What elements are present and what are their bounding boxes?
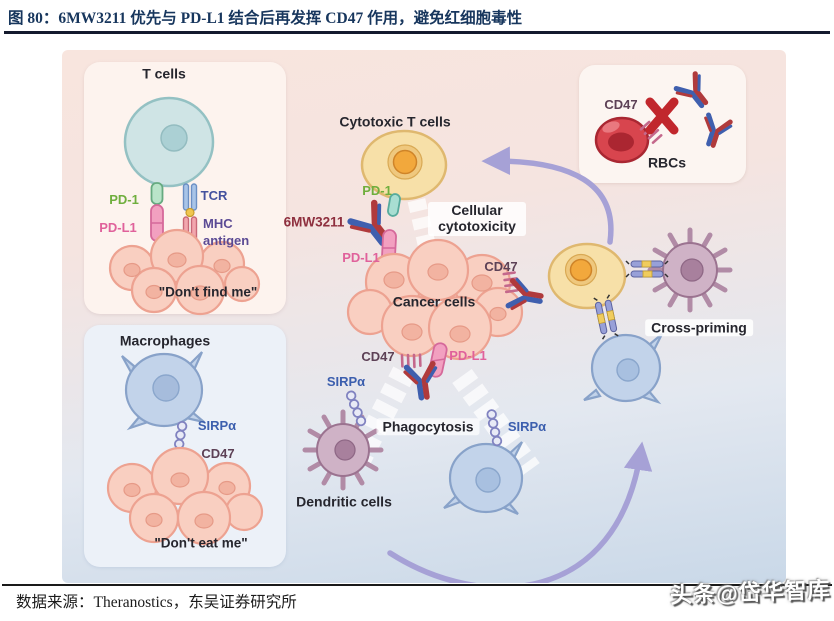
arrow-crosspriming-icon — [387, 441, 653, 583]
antibody-icon — [698, 114, 732, 148]
phagocytosis-label: Phagocytosis — [376, 418, 480, 436]
dendritic-cells-label: Dendritic cells — [296, 493, 392, 510]
sirpa-chain-dendritic-icon — [344, 388, 368, 428]
cd47-label-lower: CD47 — [361, 348, 395, 364]
dont-eat-me-caption: "Don't eat me" — [154, 535, 248, 551]
pd1-receptor-icon — [387, 193, 401, 217]
mechanism-diagram: T cells PD-1 TCR PD-L1 MHC antigen "Don'… — [62, 50, 786, 583]
blocked-x-icon — [645, 97, 679, 135]
rbcs-label: RBCs — [647, 154, 687, 171]
sirpa-label-macro-panel: SIRPα — [197, 417, 237, 433]
cytotoxic-t-cell-icon — [360, 129, 448, 201]
sirpa-label-dendritic: SIRPα — [326, 373, 366, 389]
source-line: 数据来源：Theranostics，东吴证券研究所 — [16, 594, 297, 611]
dont-find-me-caption: "Don't find me" — [158, 284, 258, 300]
6mw3211-label: 6MW3211 — [283, 214, 345, 230]
macrophage-icon — [121, 351, 205, 431]
footer-rule — [2, 584, 832, 586]
macrophage-right-icon — [583, 333, 663, 405]
cancer-cluster-macro-panel-icon — [106, 446, 264, 546]
rbc-icon — [594, 116, 650, 164]
macrophages-label: Macrophages — [119, 332, 211, 349]
cd47-label-macro-panel: CD47 — [201, 445, 235, 461]
t-cell-icon — [123, 96, 215, 188]
cellular-cytotoxicity-label: Cellular cytotoxicity — [428, 202, 526, 236]
t-cells-label: T cells — [142, 65, 186, 82]
cytotoxic-t-cells-label: Cytotoxic T cells — [339, 113, 451, 130]
macrophage-center-icon — [443, 441, 524, 516]
dendritic-cell-icon — [302, 409, 384, 491]
pd1-label-center: PD-1 — [362, 182, 392, 198]
diagram-artwork — [106, 50, 786, 583]
cancer-cells-label: Cancer cells — [392, 293, 476, 310]
watermark: 头条@岱华智库 — [669, 577, 831, 608]
cross-priming-label: Cross-priming — [645, 319, 753, 337]
pd1-label-tcell-panel: PD-1 — [109, 191, 139, 207]
title-rule — [4, 31, 830, 34]
cancer-cluster-tcell-panel-icon — [108, 228, 261, 316]
dendritic-cell-right-icon — [647, 227, 733, 313]
tcr-label: TCR — [200, 187, 228, 203]
t-cell-right-icon — [547, 242, 627, 310]
pdl1-label-tcell-panel: PD-L1 — [99, 219, 137, 235]
pdl1-label-lower: PD-L1 — [449, 347, 487, 363]
cd47-label-right: CD47 — [484, 258, 518, 274]
antibody-icon — [675, 73, 715, 113]
cd47-label-rbc-panel: CD47 — [604, 96, 638, 112]
mhc-antigen-label: MHC antigen — [203, 216, 250, 248]
sirpa-label-macrophage-center: SIRPα — [507, 418, 547, 434]
arrow-cytotoxicity-icon — [481, 146, 614, 245]
figure-title: 图 80：6MW3211 优先与 PD-L1 结合后再发挥 CD47 作用，避免… — [8, 10, 523, 27]
cancer-cells-icon — [346, 238, 524, 361]
pdl1-label-upper: PD-L1 — [342, 249, 380, 265]
